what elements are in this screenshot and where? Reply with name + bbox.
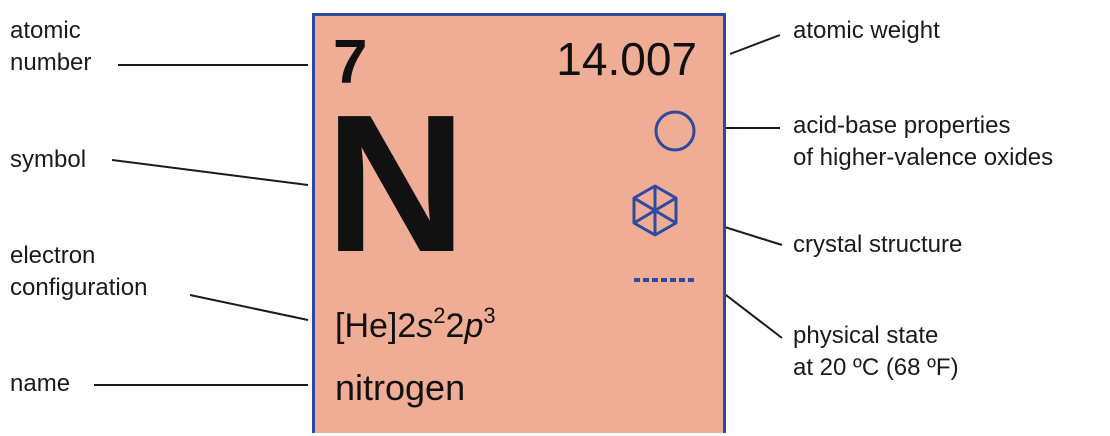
label-physical-state: physical state at 20 ºC (68 ºF)	[793, 320, 959, 384]
label-physical-state-line1: physical state	[793, 322, 939, 349]
label-crystal-structure: crystal structure	[793, 229, 962, 261]
label-electron-configuration-line2: configuration	[10, 274, 148, 301]
leader-atomic-weight	[729, 34, 781, 55]
leader-electron-configuration	[189, 294, 309, 321]
label-physical-state-line2: at 20 ºC (68 ºF)	[793, 354, 959, 381]
config-count-2: 3	[483, 303, 496, 328]
config-shell-2: 2	[445, 307, 465, 345]
label-symbol: symbol	[10, 144, 86, 176]
atomic-weight: 14.007	[556, 33, 697, 85]
label-crystal-structure-text: crystal structure	[793, 231, 963, 258]
label-symbol-text: symbol	[10, 146, 87, 173]
label-name: name	[10, 368, 70, 400]
config-count-1: 2	[433, 303, 446, 328]
element-symbol: N	[325, 74, 467, 293]
element-tile: 7 14.007 N [He]2s22p3 nitrogen	[312, 13, 726, 433]
leader-symbol	[111, 159, 309, 186]
label-acid-base-line1: acid-base properties	[793, 112, 1011, 139]
label-acid-base: acid-base properties of higher-valence o…	[793, 110, 1053, 174]
label-name-text: name	[10, 370, 71, 397]
element-name: nitrogen	[335, 367, 466, 408]
tile-icons	[632, 110, 696, 282]
label-atomic-number: atomic number	[10, 15, 91, 79]
config-orbital-1: s	[416, 307, 434, 345]
label-electron-configuration: electron configuration	[10, 240, 147, 304]
config-orbital-2: p	[464, 307, 484, 345]
electron-configuration: [He]2s22p3	[335, 303, 496, 346]
atomic-number: 7	[333, 28, 368, 97]
config-shell-1: 2	[397, 307, 417, 345]
config-core: [He]	[335, 307, 398, 345]
label-acid-base-line2: of higher-valence oxides	[793, 144, 1054, 171]
open-circle-icon	[654, 110, 696, 152]
hexagonal-crystal-icon	[632, 184, 678, 237]
label-atomic-number-line2: number	[10, 49, 92, 76]
label-atomic-number-line1: atomic	[10, 17, 81, 44]
label-atomic-weight-text: atomic weight	[793, 17, 940, 44]
label-atomic-weight: atomic weight	[793, 15, 940, 47]
label-electron-configuration-line1: electron	[10, 242, 96, 269]
